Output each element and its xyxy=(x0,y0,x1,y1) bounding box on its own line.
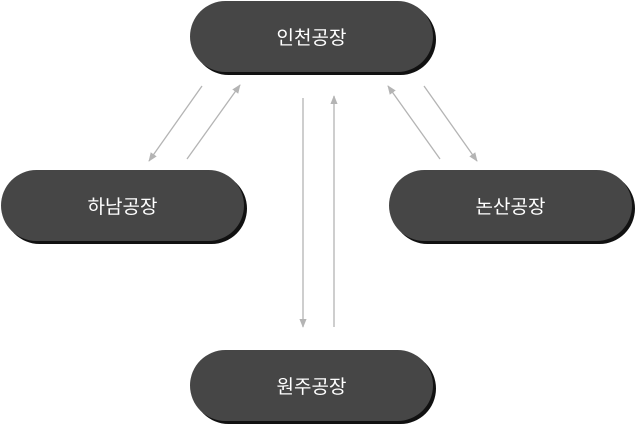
arrow-nonsan-to-incheon xyxy=(387,85,441,160)
factory-node-nonsan: 논산공장 xyxy=(389,170,632,241)
factory-label-nonsan: 논산공장 xyxy=(475,196,546,218)
arrow-hanam-to-incheon xyxy=(186,84,241,160)
factory-node-hanam: 하남공장 xyxy=(1,170,244,241)
arrow-incheon-to-hanam xyxy=(148,85,203,162)
factory-label-wonju: 원주공장 xyxy=(276,376,347,398)
factory-node-wonju: 원주공장 xyxy=(190,350,433,421)
arrow-incheon-to-nonsan xyxy=(423,85,478,162)
factory-node-incheon: 인천공장 xyxy=(190,1,433,72)
factory-label-hanam: 하남공장 xyxy=(87,196,158,218)
factory-label-incheon: 인천공장 xyxy=(276,27,347,49)
